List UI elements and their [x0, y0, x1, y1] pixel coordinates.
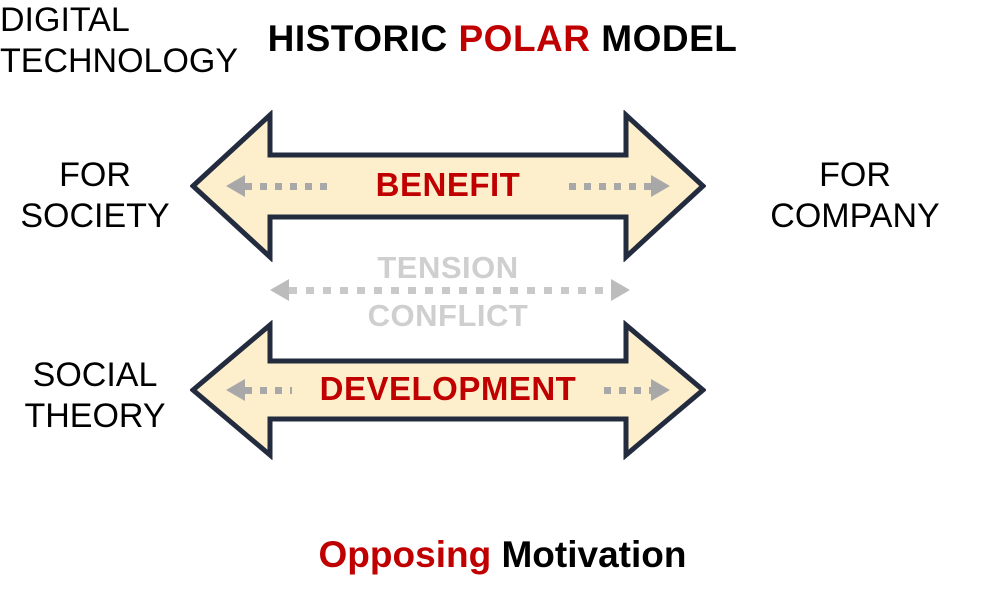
label-for-company-line2: COMPANY — [770, 197, 940, 236]
label-digital-technology: DIGITAL TECHNOLOGY — [0, 0, 238, 83]
tension-label: TENSION — [377, 250, 519, 285]
footer-rest: Motivation — [491, 534, 687, 575]
label-for-company: FOR COMPANY — [705, 155, 1005, 238]
label-digital-technology-line2: TECHNOLOGY — [0, 42, 239, 81]
double-arrow-shape-icon — [190, 110, 706, 262]
tension-arrow-left-head-icon — [270, 279, 289, 301]
tension-conflict-zone: TENSION CONFLICT — [190, 250, 706, 333]
label-digital-technology-line1: DIGITAL — [0, 1, 130, 39]
label-for-society-line1: FOR — [59, 156, 131, 194]
double-arrow-shape-icon — [190, 320, 706, 460]
double-arrow-development: DEVELOPMENT — [190, 320, 706, 460]
tension-dotted-line — [289, 286, 611, 294]
label-social-theory: SOCIAL THEORY — [0, 355, 190, 438]
page-title: HISTORIC POLAR MODEL — [0, 18, 1005, 60]
title-accent-word: POLAR — [458, 18, 591, 59]
arrow-caption-development: DEVELOPMENT — [319, 370, 577, 408]
footer-accent-word: Opposing — [318, 534, 492, 575]
footer-caption: Opposing Motivation — [0, 534, 1005, 576]
conflict-label: CONFLICT — [367, 298, 529, 333]
title-part-2: MODEL — [590, 18, 738, 59]
double-arrow-benefit: BENEFIT — [190, 110, 706, 262]
tension-double-arrow — [270, 279, 630, 301]
label-social-theory-line2: THEORY — [24, 397, 166, 436]
title-part-1: HISTORIC — [267, 18, 459, 59]
label-for-society-line2: SOCIETY — [20, 197, 170, 236]
label-social-theory-line1: SOCIAL — [32, 356, 158, 394]
label-for-company-line1: FOR — [819, 156, 891, 194]
label-for-society: FOR SOCIETY — [0, 155, 190, 238]
arrow-caption-benefit: BENEFIT — [375, 166, 521, 204]
tension-arrow-right-head-icon — [611, 279, 630, 301]
